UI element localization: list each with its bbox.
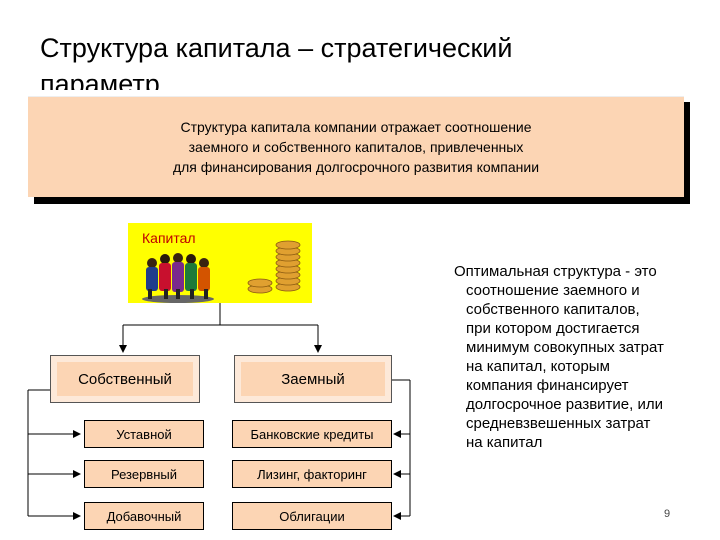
- coins-image: [247, 240, 301, 294]
- borrowed-item-label: Банковские кредиты: [250, 426, 374, 442]
- definition-line: Оптимальная структура - это: [454, 263, 657, 280]
- definition-line: на капитал: [466, 434, 543, 451]
- own-item-box: Уставной: [84, 420, 204, 448]
- definition-line: при котором достигается: [466, 320, 640, 337]
- definition-line: минимум совокупных затрат: [466, 339, 664, 356]
- borrowed-item-box: Облигации: [232, 502, 392, 530]
- own-item-box: Резервный: [84, 460, 204, 488]
- banner-line: для финансирования долгосрочного развити…: [172, 159, 540, 175]
- own-capital-label: Собственный: [78, 370, 172, 388]
- capital-label: Капитал: [142, 230, 196, 246]
- banner-line: Структура капитала компании отражает соо…: [180, 119, 532, 135]
- own-item-box: Добавочный: [84, 502, 204, 530]
- definition-banner: Структура капитала компании отражает соо…: [28, 96, 684, 197]
- definition-line: на капитал, которым: [466, 358, 610, 375]
- borrowed-item-box: Лизинг, факторинг: [232, 460, 392, 488]
- own-item-label: Добавочный: [106, 508, 182, 524]
- borrowed-item-label: Облигации: [279, 508, 345, 524]
- borrowed-item-box: Банковские кредиты: [232, 420, 392, 448]
- borrowed-capital-box: Заемный: [234, 355, 392, 403]
- own-item-label: Уставной: [116, 426, 172, 442]
- definition-line: долгосрочное развитие, или: [466, 396, 663, 413]
- own-capital-box: Собственный: [50, 355, 200, 403]
- slide-title: Структура капитала – стратегический пара…: [40, 33, 513, 90]
- definition-line: собственного капиталов,: [466, 301, 640, 318]
- page-number: 9: [664, 508, 671, 520]
- banner-line: заемного и собственного капиталов, привл…: [188, 139, 524, 155]
- people-huddle-image: [142, 253, 214, 303]
- optimal-structure-definition: Оптимальная структура - это соотношение …: [430, 262, 714, 452]
- capital-box: Капитал: [128, 223, 312, 303]
- definition-line: средневзвешенных затрат: [466, 415, 651, 432]
- borrowed-capital-label: Заемный: [281, 370, 345, 388]
- definition-line: соотношение заемного и: [466, 282, 640, 299]
- borrowed-item-label: Лизинг, факторинг: [257, 466, 367, 482]
- own-item-label: Резервный: [110, 466, 177, 482]
- definition-line: компания финансирует: [466, 377, 629, 394]
